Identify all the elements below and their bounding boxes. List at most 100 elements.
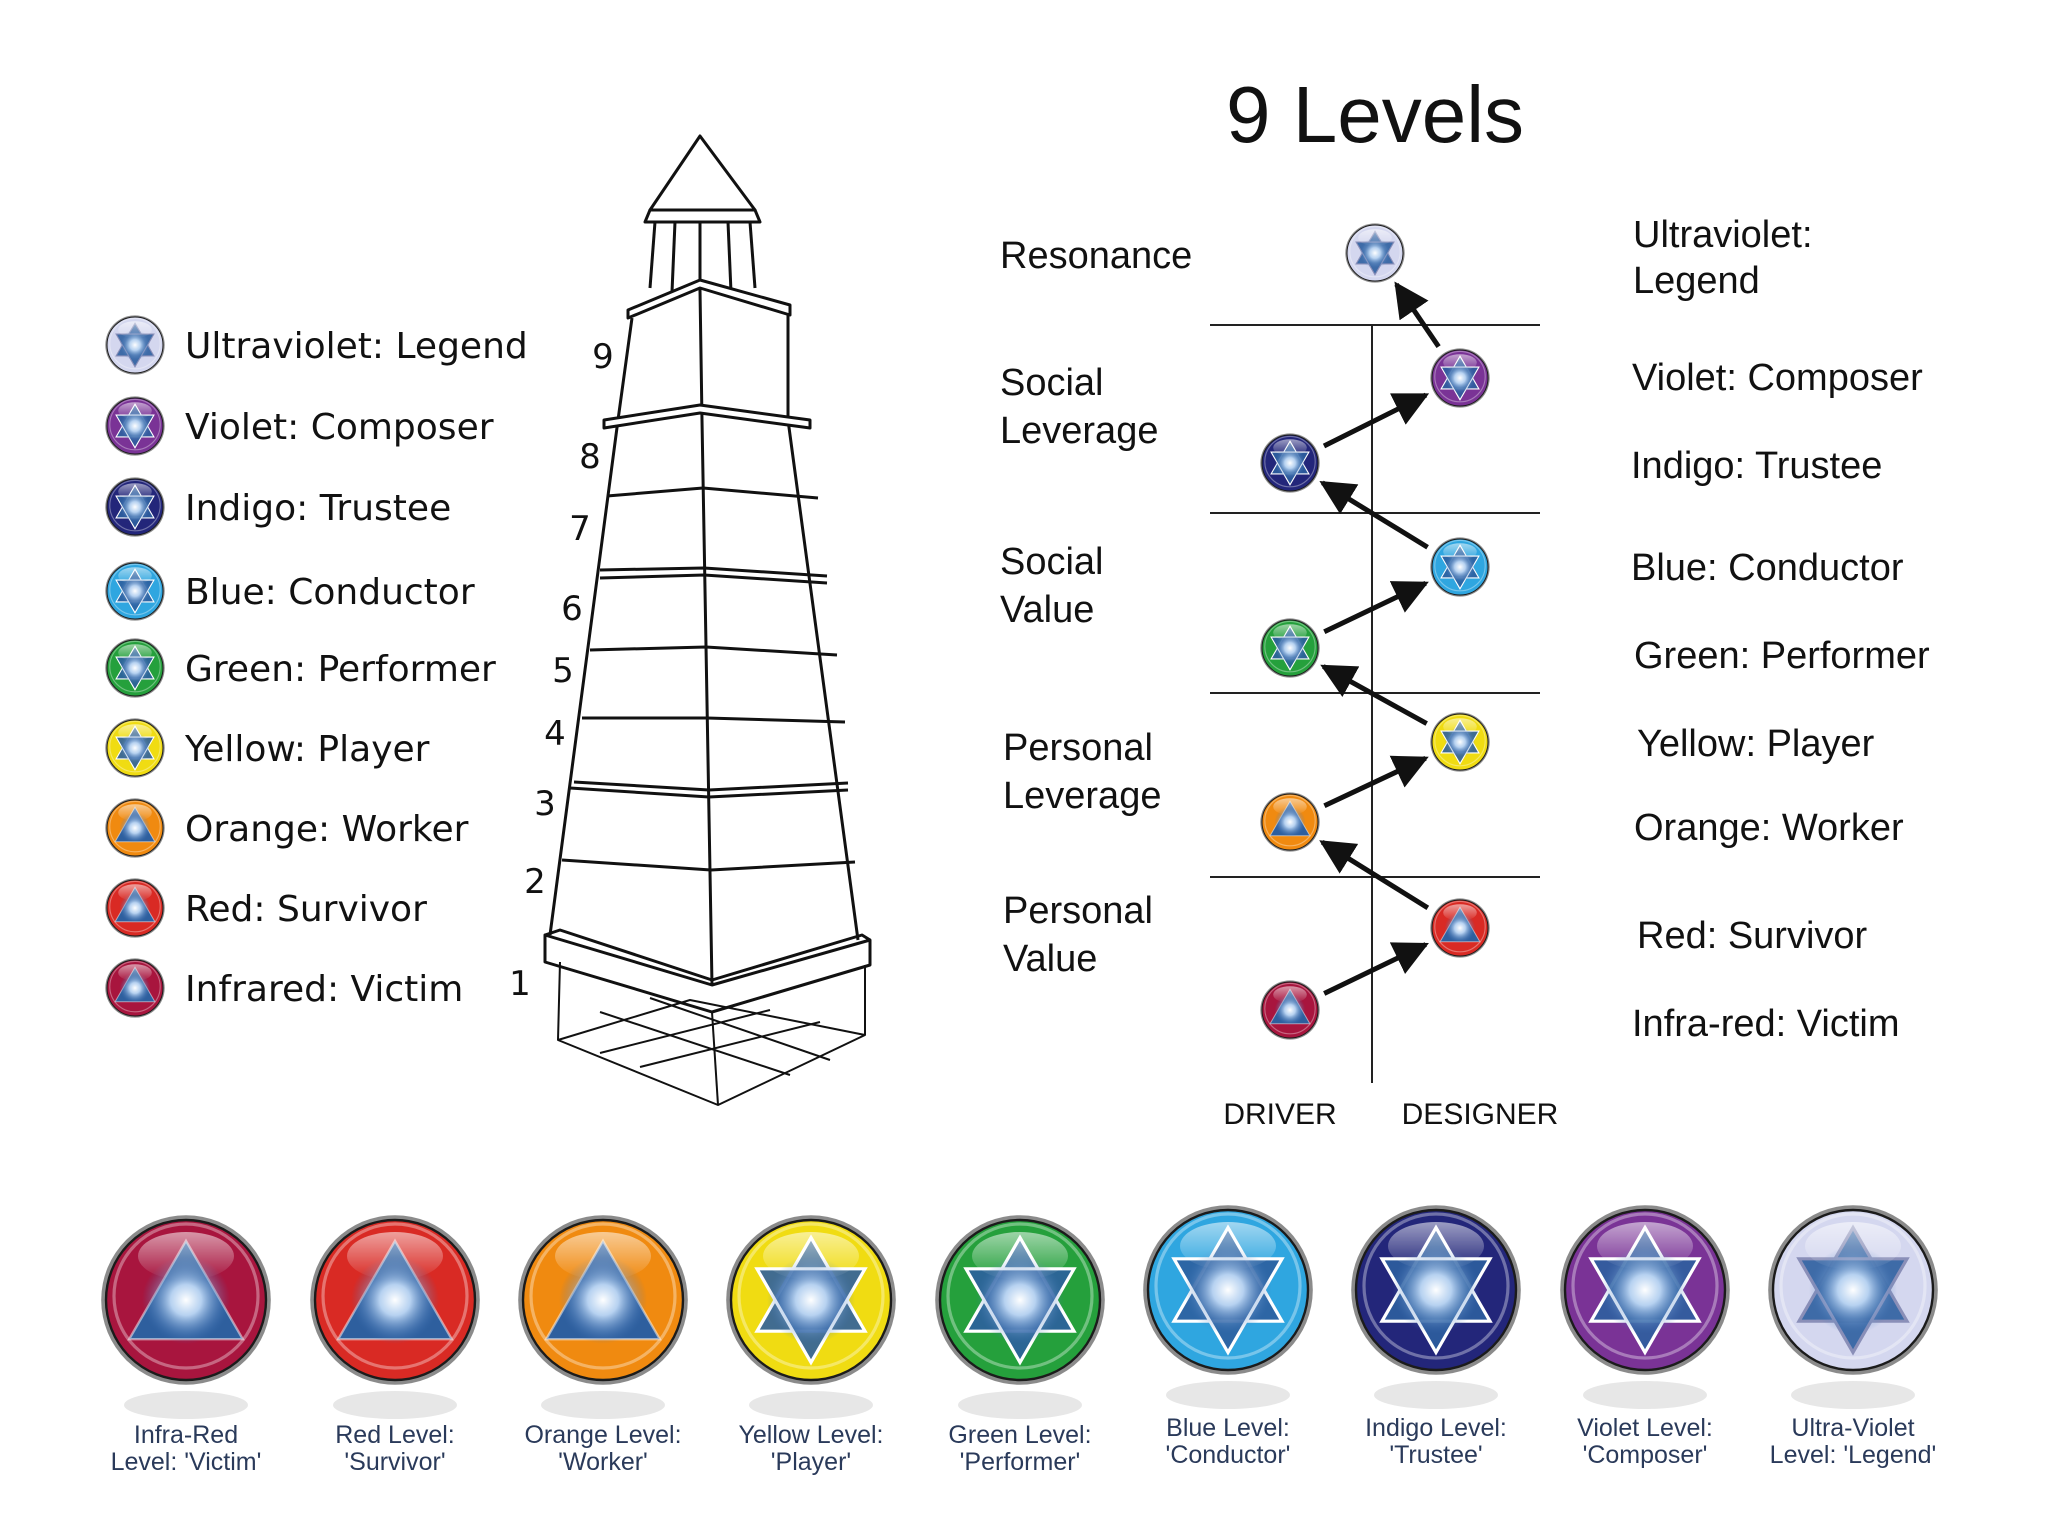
level-name-3: Indigo: Trustee xyxy=(1631,445,1882,487)
ladder-yellow-badge-icon xyxy=(1430,712,1490,772)
level-name-line1: Blue: Conductor xyxy=(1631,547,1904,589)
progression-arrow xyxy=(1319,480,1429,550)
tier-label-line2: Value xyxy=(1003,938,1097,980)
tier-label-line1: Social xyxy=(1000,362,1104,404)
level-name-line1: Indigo: Trustee xyxy=(1631,445,1882,487)
blue-badge-icon xyxy=(105,561,165,621)
legend-item-blue: Blue: Conductor xyxy=(105,561,475,621)
level-name-line2: Legend xyxy=(1633,260,1760,302)
level-card-yellow: Yellow Level:'Player' xyxy=(726,1215,896,1476)
legend-item-label: Blue: Conductor xyxy=(185,572,475,613)
legend-item-label: Red: Survivor xyxy=(185,889,427,930)
level-card-subtitle: 'Conductor' xyxy=(1166,1441,1291,1469)
level-name-6: Yellow: Player xyxy=(1637,723,1875,765)
tower-number-4: 4 xyxy=(544,714,566,754)
level-name-1: Ultraviolet:Legend xyxy=(1633,214,1813,302)
tier-label-1: Resonance xyxy=(1000,235,1192,277)
level-card-subtitle: Level: 'Legend' xyxy=(1770,1441,1937,1469)
legend-item-orange: Orange: Worker xyxy=(105,798,469,858)
ladder-violet-badge-icon xyxy=(1430,348,1490,408)
tower-number-8: 8 xyxy=(579,437,601,477)
progression-arrow xyxy=(1319,839,1430,911)
level-card-green: Green Level:'Performer' xyxy=(935,1215,1105,1476)
yellow-badge-icon xyxy=(105,718,165,778)
level-name-5: Green: Performer xyxy=(1634,635,1930,677)
level-name-line1: Orange: Worker xyxy=(1634,807,1904,849)
tower-number-9: 9 xyxy=(592,337,614,377)
level-name-4: Blue: Conductor xyxy=(1631,547,1904,589)
level-card-title: Yellow Level: xyxy=(738,1421,883,1449)
tower-number-6: 6 xyxy=(561,589,583,629)
progression-arrow xyxy=(1323,755,1429,809)
ladder-red-badge-icon xyxy=(1430,898,1490,958)
level-name-line1: Yellow: Player xyxy=(1637,723,1875,765)
level-card-red: Red Level:'Survivor' xyxy=(310,1215,480,1476)
progression-arrow xyxy=(1394,281,1441,349)
tier-label-line2: Leverage xyxy=(1003,775,1161,817)
tower-upper-cornice xyxy=(626,278,792,320)
orange-badge-icon xyxy=(105,798,165,858)
tier-label-line1: Personal xyxy=(1003,727,1153,769)
ultraviolet-badge-icon xyxy=(105,315,165,375)
tower-number-2: 2 xyxy=(524,862,546,902)
blue-level-badge-icon xyxy=(1143,1205,1313,1375)
level-name-line1: Red: Survivor xyxy=(1637,915,1868,957)
legend-item-label: Green: Performer xyxy=(185,649,496,690)
legend-item-label: Ultraviolet: Legend xyxy=(185,326,528,367)
ultraviolet-level-badge-icon xyxy=(1768,1205,1938,1375)
ladder-orange-badge-icon xyxy=(1260,792,1320,852)
level-card-subtitle: 'Worker' xyxy=(558,1448,648,1476)
page-title: 9 Levels xyxy=(1226,70,1524,159)
level-name-line1: Infra-red: Victim xyxy=(1632,1003,1899,1045)
infrared-badge-icon xyxy=(105,958,165,1018)
progression-arrow xyxy=(1322,392,1430,449)
indigo-level-badge-icon xyxy=(1351,1205,1521,1375)
level-card-title: Ultra-Violet xyxy=(1791,1414,1914,1442)
level-card-subtitle: 'Player' xyxy=(771,1448,851,1476)
legend-item-label: Orange: Worker xyxy=(185,809,469,850)
tier-label-line2: Value xyxy=(1000,589,1094,631)
level-name-line1: Green: Performer xyxy=(1634,635,1930,677)
level-card-title: Orange Level: xyxy=(524,1421,681,1449)
legend-item-label: Violet: Composer xyxy=(185,407,494,448)
tier-label-line1: Personal xyxy=(1003,890,1153,932)
ladder-indigo-badge-icon xyxy=(1260,433,1320,493)
legend-item-indigo: Indigo: Trustee xyxy=(105,477,451,537)
level-card-title: Infra-Red xyxy=(134,1421,238,1449)
level-card-title: Red Level: xyxy=(335,1421,455,1449)
legend-item-label: Yellow: Player xyxy=(184,729,430,770)
level-name-9: Infra-red: Victim xyxy=(1632,1003,1899,1045)
tower-right-edge xyxy=(786,314,860,941)
legend-item-label: Indigo: Trustee xyxy=(185,488,451,529)
level-card-subtitle: 'Trustee' xyxy=(1389,1441,1482,1469)
legend-item-red: Red: Survivor xyxy=(105,878,427,938)
level-name-8: Red: Survivor xyxy=(1637,915,1868,957)
level-card-subtitle: 'Survivor' xyxy=(344,1448,445,1476)
tower-mid-cornice xyxy=(602,403,812,430)
red-level-badge-icon xyxy=(310,1215,480,1385)
driver-column-label: DRIVER xyxy=(1223,1098,1336,1131)
tier-label-line1: Resonance xyxy=(1000,235,1192,277)
indigo-badge-icon xyxy=(105,477,165,537)
level-card-indigo: Indigo Level:'Trustee' xyxy=(1351,1205,1521,1469)
level-card-orange: Orange Level:'Worker' xyxy=(518,1215,688,1476)
level-card-subtitle: 'Composer' xyxy=(1583,1441,1708,1469)
tower-illustration xyxy=(543,134,872,1106)
legend-item-yellow: Yellow: Player xyxy=(105,718,430,778)
legend-item-violet: Violet: Composer xyxy=(105,396,494,456)
ladder-infrared-badge-icon xyxy=(1260,980,1320,1040)
green-badge-icon xyxy=(105,638,165,698)
red-badge-icon xyxy=(105,878,165,938)
tier-label-line1: Social xyxy=(1000,541,1104,583)
green-level-badge-icon xyxy=(935,1215,1105,1385)
tower-center-edge xyxy=(698,289,714,986)
ladder-blue-badge-icon xyxy=(1430,537,1490,597)
level-card-title: Indigo Level: xyxy=(1365,1414,1507,1442)
